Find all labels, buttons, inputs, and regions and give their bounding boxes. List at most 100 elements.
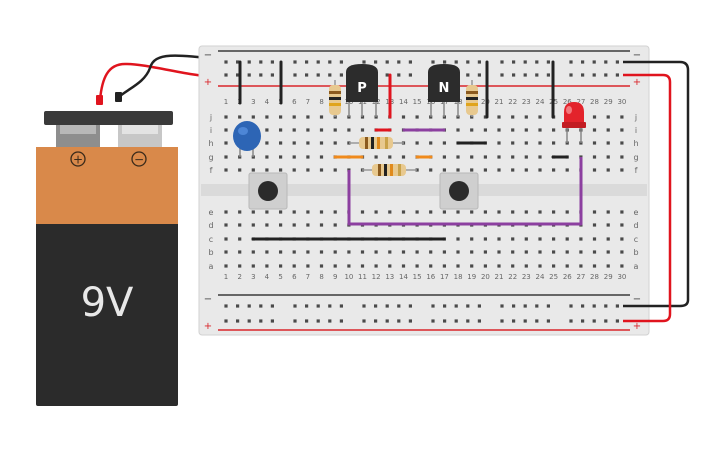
- grid-hole[interactable]: [319, 155, 324, 159]
- rail-hole[interactable]: [293, 304, 297, 308]
- grid-hole[interactable]: [429, 141, 433, 145]
- grid-hole[interactable]: [292, 155, 296, 159]
- rail-hole[interactable]: [500, 319, 504, 323]
- grid-hole[interactable]: [511, 128, 515, 132]
- grid-hole[interactable]: [306, 210, 310, 214]
- grid-hole[interactable]: [606, 237, 610, 241]
- rail-hole[interactable]: [466, 60, 470, 64]
- grid-hole[interactable]: [306, 141, 310, 145]
- grid-hole[interactable]: [292, 128, 296, 132]
- rail-hole[interactable]: [454, 304, 458, 308]
- rail-hole[interactable]: [466, 319, 470, 323]
- rail-hole[interactable]: [385, 60, 389, 64]
- grid-hole[interactable]: [279, 128, 283, 132]
- rail-hole[interactable]: [500, 304, 504, 308]
- rail-hole[interactable]: [581, 73, 585, 77]
- grid-hole[interactable]: [524, 210, 528, 214]
- rail-hole[interactable]: [270, 304, 274, 308]
- grid-hole[interactable]: [333, 210, 337, 214]
- rail-hole[interactable]: [236, 304, 240, 308]
- rail-hole[interactable]: [328, 60, 332, 64]
- npn-transistor[interactable]: N: [428, 64, 460, 117]
- grid-hole[interactable]: [224, 210, 228, 214]
- rail-hole[interactable]: [615, 73, 619, 77]
- red-led[interactable]: [562, 102, 586, 143]
- grid-hole[interactable]: [456, 168, 460, 172]
- grid-hole[interactable]: [592, 264, 597, 268]
- rail-hole[interactable]: [236, 73, 240, 77]
- grid-hole[interactable]: [442, 141, 446, 145]
- grid-hole[interactable]: [224, 128, 228, 132]
- grid-hole[interactable]: [347, 141, 351, 145]
- grid-hole[interactable]: [319, 128, 324, 132]
- grid-hole[interactable]: [483, 264, 487, 268]
- rail-hole[interactable]: [454, 60, 458, 64]
- grid-hole[interactable]: [306, 155, 310, 159]
- grid-hole[interactable]: [292, 141, 296, 145]
- grid-hole[interactable]: [497, 210, 501, 214]
- grid-hole[interactable]: [538, 237, 542, 241]
- grid-hole[interactable]: [497, 141, 501, 145]
- grid-hole[interactable]: [497, 128, 501, 132]
- grid-hole[interactable]: [606, 115, 610, 119]
- grid-hole[interactable]: [470, 168, 474, 172]
- grid-hole[interactable]: [265, 250, 269, 254]
- rail-hole[interactable]: [236, 319, 240, 323]
- rail-wire-red-right[interactable]: [623, 73, 672, 323]
- grid-hole[interactable]: [606, 264, 610, 268]
- rail-hole[interactable]: [339, 319, 343, 323]
- grid-hole[interactable]: [565, 264, 569, 268]
- rail-hole[interactable]: [581, 60, 585, 64]
- rail-hole[interactable]: [535, 73, 539, 77]
- rail-hole[interactable]: [328, 304, 332, 308]
- resistor-vertical-1[interactable]: [329, 80, 341, 117]
- grid-hole[interactable]: [415, 210, 419, 214]
- grid-hole[interactable]: [360, 250, 365, 254]
- rail-hole[interactable]: [374, 319, 378, 323]
- grid-hole[interactable]: [552, 237, 556, 241]
- rail-hole[interactable]: [546, 60, 550, 64]
- rail-hole[interactable]: [362, 60, 366, 64]
- grid-hole[interactable]: [224, 115, 228, 119]
- grid-hole[interactable]: [279, 168, 283, 172]
- rail-hole[interactable]: [477, 60, 481, 64]
- grid-hole[interactable]: [319, 210, 324, 214]
- pushbutton-right[interactable]: [439, 172, 479, 210]
- grid-hole[interactable]: [251, 168, 255, 172]
- grid-hole[interactable]: [401, 250, 406, 254]
- grid-hole[interactable]: [415, 250, 419, 254]
- rail-hole[interactable]: [385, 319, 389, 323]
- grid-hole[interactable]: [319, 264, 324, 268]
- grid-hole[interactable]: [238, 115, 242, 119]
- grid-hole[interactable]: [265, 155, 269, 159]
- grid-hole[interactable]: [483, 155, 487, 159]
- grid-hole[interactable]: [483, 250, 487, 254]
- grid-hole[interactable]: [374, 155, 378, 159]
- grid-hole[interactable]: [224, 264, 228, 268]
- grid-hole[interactable]: [224, 250, 228, 254]
- grid-hole[interactable]: [524, 141, 528, 145]
- grid-hole[interactable]: [552, 250, 556, 254]
- rail-hole[interactable]: [546, 319, 550, 323]
- grid-hole[interactable]: [442, 155, 446, 159]
- grid-hole[interactable]: [620, 128, 624, 132]
- grid-hole[interactable]: [401, 264, 406, 268]
- rail-hole[interactable]: [535, 304, 539, 308]
- grid-hole[interactable]: [333, 128, 337, 132]
- grid-hole[interactable]: [592, 168, 597, 172]
- grid-hole[interactable]: [333, 223, 337, 227]
- grid-hole[interactable]: [251, 223, 255, 227]
- rail-hole[interactable]: [604, 304, 608, 308]
- grid-hole[interactable]: [592, 237, 597, 241]
- grid-hole[interactable]: [279, 210, 283, 214]
- grid-hole[interactable]: [279, 250, 283, 254]
- grid-hole[interactable]: [388, 264, 392, 268]
- grid-hole[interactable]: [319, 250, 324, 254]
- grid-hole[interactable]: [251, 250, 255, 254]
- rail-hole[interactable]: [270, 73, 274, 77]
- grid-hole[interactable]: [592, 115, 597, 119]
- rail-hole[interactable]: [592, 73, 596, 77]
- grid-hole[interactable]: [470, 264, 474, 268]
- grid-hole[interactable]: [360, 128, 365, 132]
- rail-hole[interactable]: [224, 319, 228, 323]
